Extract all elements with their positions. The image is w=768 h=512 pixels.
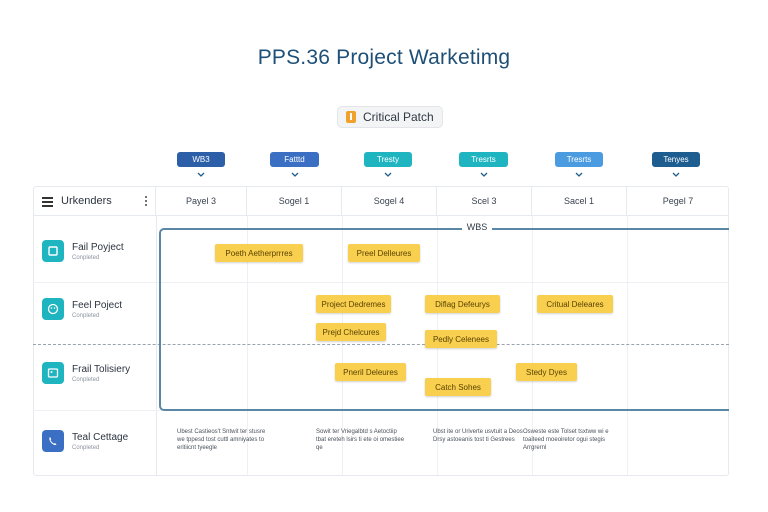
chevron-down-icon <box>196 170 206 180</box>
column-header[interactable]: Sogel 1 <box>247 186 342 216</box>
row-divider <box>33 282 729 283</box>
row-name: Fail Poyject <box>72 242 124 253</box>
task-card[interactable]: Catch Sohes <box>425 378 491 396</box>
row-status: Conpleted <box>72 313 100 319</box>
task-card[interactable]: Project Dedremes <box>316 295 391 313</box>
chevron-down-icon <box>671 170 681 180</box>
note-text: Ubest Castieos't Sntwit ter stusre we tp… <box>177 429 266 451</box>
critical-icon <box>346 111 356 123</box>
column-header[interactable]: Pegel 7 <box>662 196 694 206</box>
row-header[interactable]: Teal Cettage Conpleted <box>42 430 128 452</box>
row-header[interactable]: Fail Poyject Conpleted <box>42 240 124 262</box>
row-status: Conpleted <box>72 255 100 261</box>
phase-pill[interactable]: WB3 <box>177 152 225 167</box>
phase-pill[interactable]: Fatttd <box>270 152 319 167</box>
chevron-down-icon <box>290 170 300 180</box>
rows-header[interactable]: Urkenders <box>33 186 156 216</box>
task-card[interactable]: Critual Deleares <box>537 295 613 313</box>
gantt-grid <box>33 186 729 476</box>
note-text: Sowit ter Vriegalbtd s Aetoctiip tbat er… <box>316 429 405 451</box>
phone-icon <box>42 430 64 452</box>
row-name: Teal Cettage <box>72 432 129 443</box>
task-card[interactable]: Preel Delleures <box>348 244 420 262</box>
column-header[interactable]: Sogel 4 <box>342 186 437 216</box>
task-card[interactable]: Prejd Chelcures <box>316 323 386 341</box>
column-divider <box>156 216 157 475</box>
row-status: Conpleted <box>72 377 100 383</box>
page-title: PPS.36 Project Warketimg <box>257 46 511 69</box>
column-divider <box>532 216 533 475</box>
column-divider <box>247 216 248 475</box>
row-header[interactable]: Feel Poject Conpleted <box>42 298 122 320</box>
grid-header: Urkenders Payel 3 Sogel 1 Sogel 4 Scel 3… <box>33 186 729 216</box>
image-icon <box>42 362 64 384</box>
row-name: Frail Tolisiery <box>72 364 131 375</box>
column-header[interactable]: Scel 3 <box>437 186 532 216</box>
task-card[interactable]: Poeth Aetherprrres <box>215 244 303 262</box>
note-text: Osweste este Tolset tsxtww wi e toaiteed… <box>523 429 609 451</box>
column-header[interactable]: Sacel 1 <box>532 186 627 216</box>
kebab-icon[interactable] <box>145 196 147 206</box>
task-card[interactable]: Pedly Celenees <box>425 330 497 348</box>
column-divider <box>342 216 343 475</box>
menu-icon[interactable] <box>42 196 53 207</box>
rows-header-label: Urkenders <box>61 195 112 207</box>
chevron-down-icon <box>383 170 393 180</box>
task-card[interactable]: Stedy Dyes <box>516 363 577 381</box>
phase-pill[interactable]: Tresrts <box>459 152 508 167</box>
critical-path-chip[interactable]: Critical Patch <box>337 106 443 128</box>
wbs-label: WBS <box>462 222 492 234</box>
critical-chip-label: Critical Patch <box>363 110 434 124</box>
task-card[interactable]: Pneril Deleures <box>335 363 406 381</box>
smiley-icon <box>42 298 64 320</box>
phase-pill[interactable]: Tenyes <box>652 152 700 167</box>
chevron-down-icon <box>479 170 489 180</box>
milestone-dashed-line <box>33 344 729 345</box>
note-text: Ubst ite or Uriverte usvtuit a Deos Drsy… <box>433 429 523 443</box>
phase-pill[interactable]: Tresty <box>364 152 412 167</box>
folder-icon <box>42 240 64 262</box>
task-card[interactable]: Diflag Defeurys <box>425 295 500 313</box>
row-header[interactable]: Frail Tolisiery Conpleted <box>42 362 130 384</box>
phase-pill[interactable]: Tresrts <box>555 152 603 167</box>
row-status: Conpleted <box>72 445 100 451</box>
column-header[interactable]: Payel 3 <box>156 186 247 216</box>
row-name: Feel Poject <box>72 300 123 311</box>
column-divider <box>627 216 628 475</box>
wbs-outline <box>159 228 729 411</box>
chevron-down-icon <box>574 170 584 180</box>
